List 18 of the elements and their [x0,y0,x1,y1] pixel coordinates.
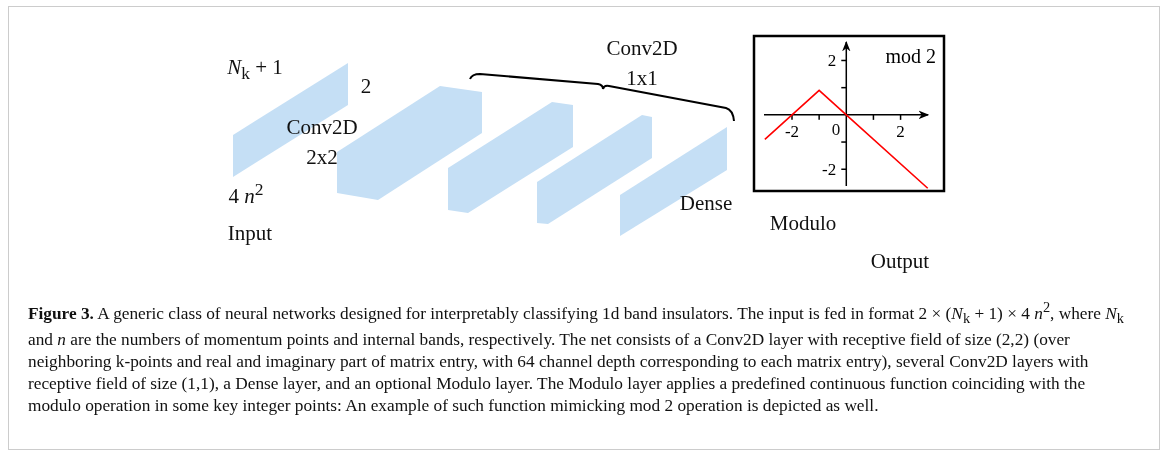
layer-block [537,115,652,224]
layer-label: Conv2D 1x1 [605,35,679,92]
layer-label: Modulo [769,210,837,237]
figure-caption: Figure 3. A generic class of neural networks designed for interpretably classifying 1d band insulators. The input is fed in format 2 × (N$_{k}$ + 1) × 4 n$^{2}$, where N$_{k}$ and n are the numbers of momentum points and internal bands, respectively. The net consists of a Conv2D layer with receptive field of size (2,2) (over neighboring k-points and real and imaginary part of matrix entry, with 64 channel depth corresponding to each matrix entry), several Conv2D layers with receptive field of size (1,1), a Dense layer, and an optional Modulo layer. The Modulo layer applies a predefined continuous function coinciding with the modulo operation in some key integer points: An example of such function mimicking mod 2 operation is depicted as well. [28,298,1125,418]
tick-label: 2 [896,121,905,141]
layer-label: Dense [679,190,733,217]
section-label: Input [227,220,273,247]
tick-label: 2 [827,51,837,71]
chart-annotation: mod 2 [885,45,936,67]
dimension-label: N$_{k}$ + 1 [227,53,283,86]
tick-label: -2 [822,160,837,180]
dimension-label: 2 [360,73,372,100]
origin-label: 0 [831,119,841,141]
tick-label: -2 [784,121,800,141]
section-label: Output [870,248,930,275]
layer-label: Conv2D 2x2 [285,114,359,171]
layer-block [448,102,573,213]
dimension-label: 4 n$^{2}$ [228,177,264,210]
